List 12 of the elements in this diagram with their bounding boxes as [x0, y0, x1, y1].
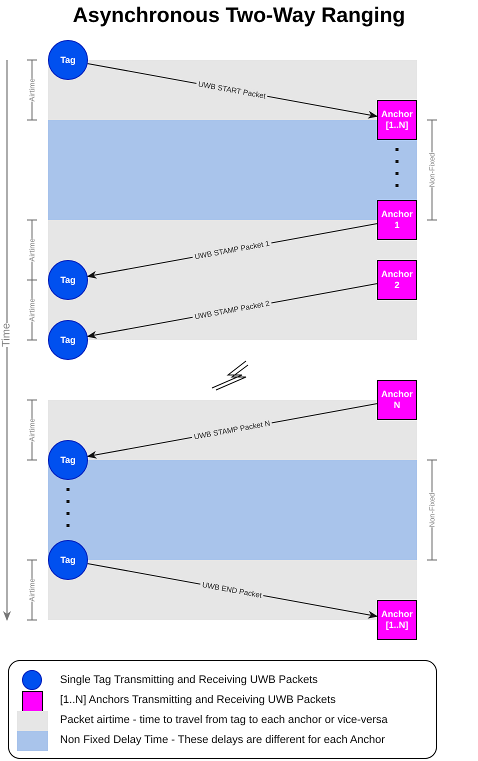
- anchor-box: Anchor 1: [377, 200, 417, 240]
- anchor-box: Anchor 2: [377, 260, 417, 300]
- anchor-box: Anchor [1..N]: [377, 600, 417, 640]
- tag-circle: Tag: [48, 40, 88, 80]
- legend-text: [1..N] Anchors Transmitting and Receiving UWB Packets: [60, 694, 336, 707]
- legend-text: Single Tag Transmitting and Receiving UWB Packets: [60, 674, 318, 687]
- diagram-title: Asynchronous Two-Way Ranging: [72, 3, 406, 29]
- legend-text: Non Fixed Delay Time - These delays are different for each Anchor: [60, 734, 385, 747]
- legend-text: Packet airtime - time to travel from tag to each anchor or vice-versa: [60, 714, 388, 727]
- tag-circle: Tag: [48, 320, 88, 360]
- anchor-box: Anchor [1..N]: [377, 100, 417, 140]
- anchor-box: Anchor N: [377, 380, 417, 420]
